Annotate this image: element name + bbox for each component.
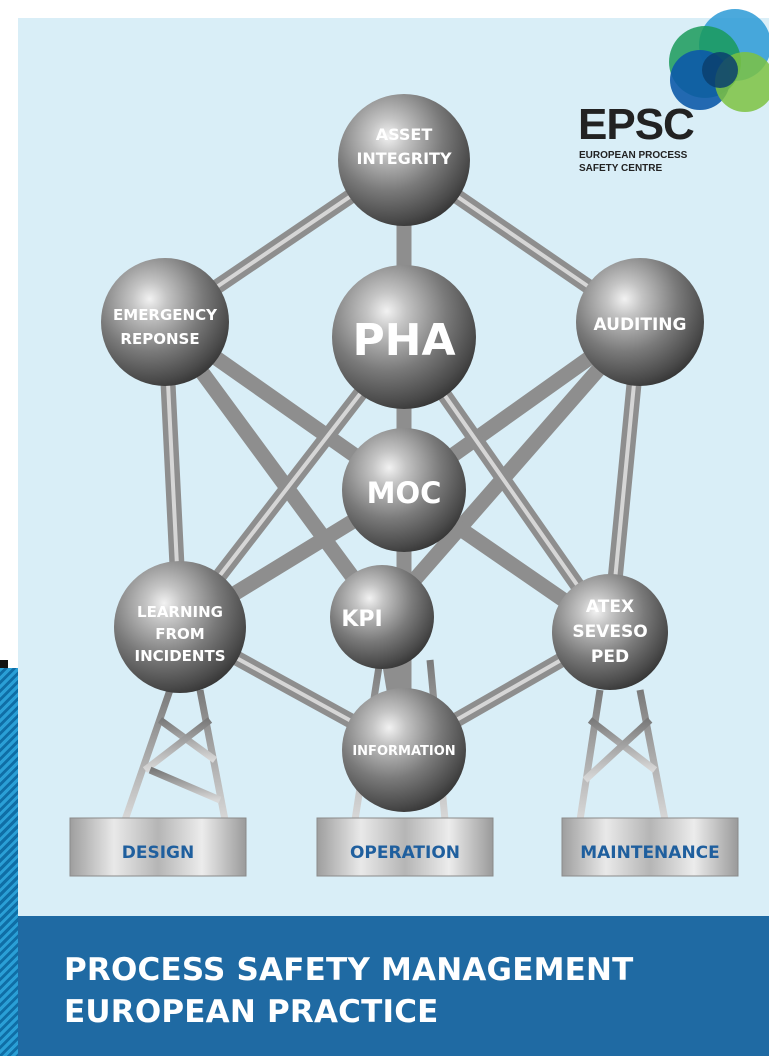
node-pha: PHA: [332, 265, 476, 409]
base-operation: OPERATION: [316, 817, 494, 877]
base-design-label: DESIGN: [122, 843, 194, 863]
footer-title-line1: PROCESS SAFETY MANAGEMENT: [64, 952, 634, 988]
epsc-logo-subtitle-2: SAFETY CENTRE: [579, 163, 663, 174]
tower-legs: [121, 659, 669, 822]
footer-title-line2: EUROPEAN PRACTICE: [64, 994, 439, 1030]
node-emergency-response: EMERGENCY REPONSE: [101, 258, 229, 386]
left-edge-pattern-strip: [0, 668, 18, 1056]
epsc-logo-subtitle-1: EUROPEAN PROCESS: [579, 150, 688, 161]
node-pha-label: PHA: [352, 315, 455, 366]
title-band: [18, 916, 769, 1056]
node-information: INFORMATION: [342, 688, 466, 812]
node-learning-label-3: INCIDENTS: [134, 647, 225, 665]
node-emergency-label-2: REPONSE: [120, 330, 199, 348]
node-atex-label-1: ATEX: [586, 597, 634, 617]
base-design: DESIGN: [69, 817, 247, 877]
node-emergency-label-1: EMERGENCY: [113, 306, 218, 324]
node-learning-label-2: FROM: [155, 625, 204, 643]
node-moc: MOC: [342, 428, 466, 552]
node-kpi-label: KPI: [341, 607, 382, 632]
node-atex-seveso-ped: ATEX SEVESO PED: [552, 574, 668, 690]
node-auditing: AUDITING: [576, 258, 704, 386]
node-information-label: INFORMATION: [352, 744, 455, 759]
node-auditing-label: AUDITING: [594, 315, 687, 335]
node-asset-integrity-label-1: ASSET: [376, 125, 433, 144]
node-kpi: KPI: [330, 565, 434, 669]
node-atex-label-2: SEVESO: [572, 622, 647, 642]
base-maintenance-label: MAINTENANCE: [580, 843, 720, 863]
node-asset-integrity-label-2: INTEGRITY: [356, 149, 452, 168]
base-maintenance: MAINTENANCE: [561, 817, 739, 877]
base-operation-label: OPERATION: [350, 843, 460, 863]
node-learning-label-1: LEARNING: [137, 603, 223, 621]
node-moc-label: MOC: [367, 476, 442, 510]
epsc-logo-icon: [669, 9, 769, 112]
node-asset-integrity: ASSET INTEGRITY: [338, 94, 470, 226]
epsc-logo-name: EPSC: [578, 100, 695, 149]
left-edge-dark-mark: [0, 660, 8, 668]
node-atex-label-3: PED: [591, 647, 629, 667]
node-learning-from-incidents: LEARNING FROM INCIDENTS: [114, 561, 246, 693]
